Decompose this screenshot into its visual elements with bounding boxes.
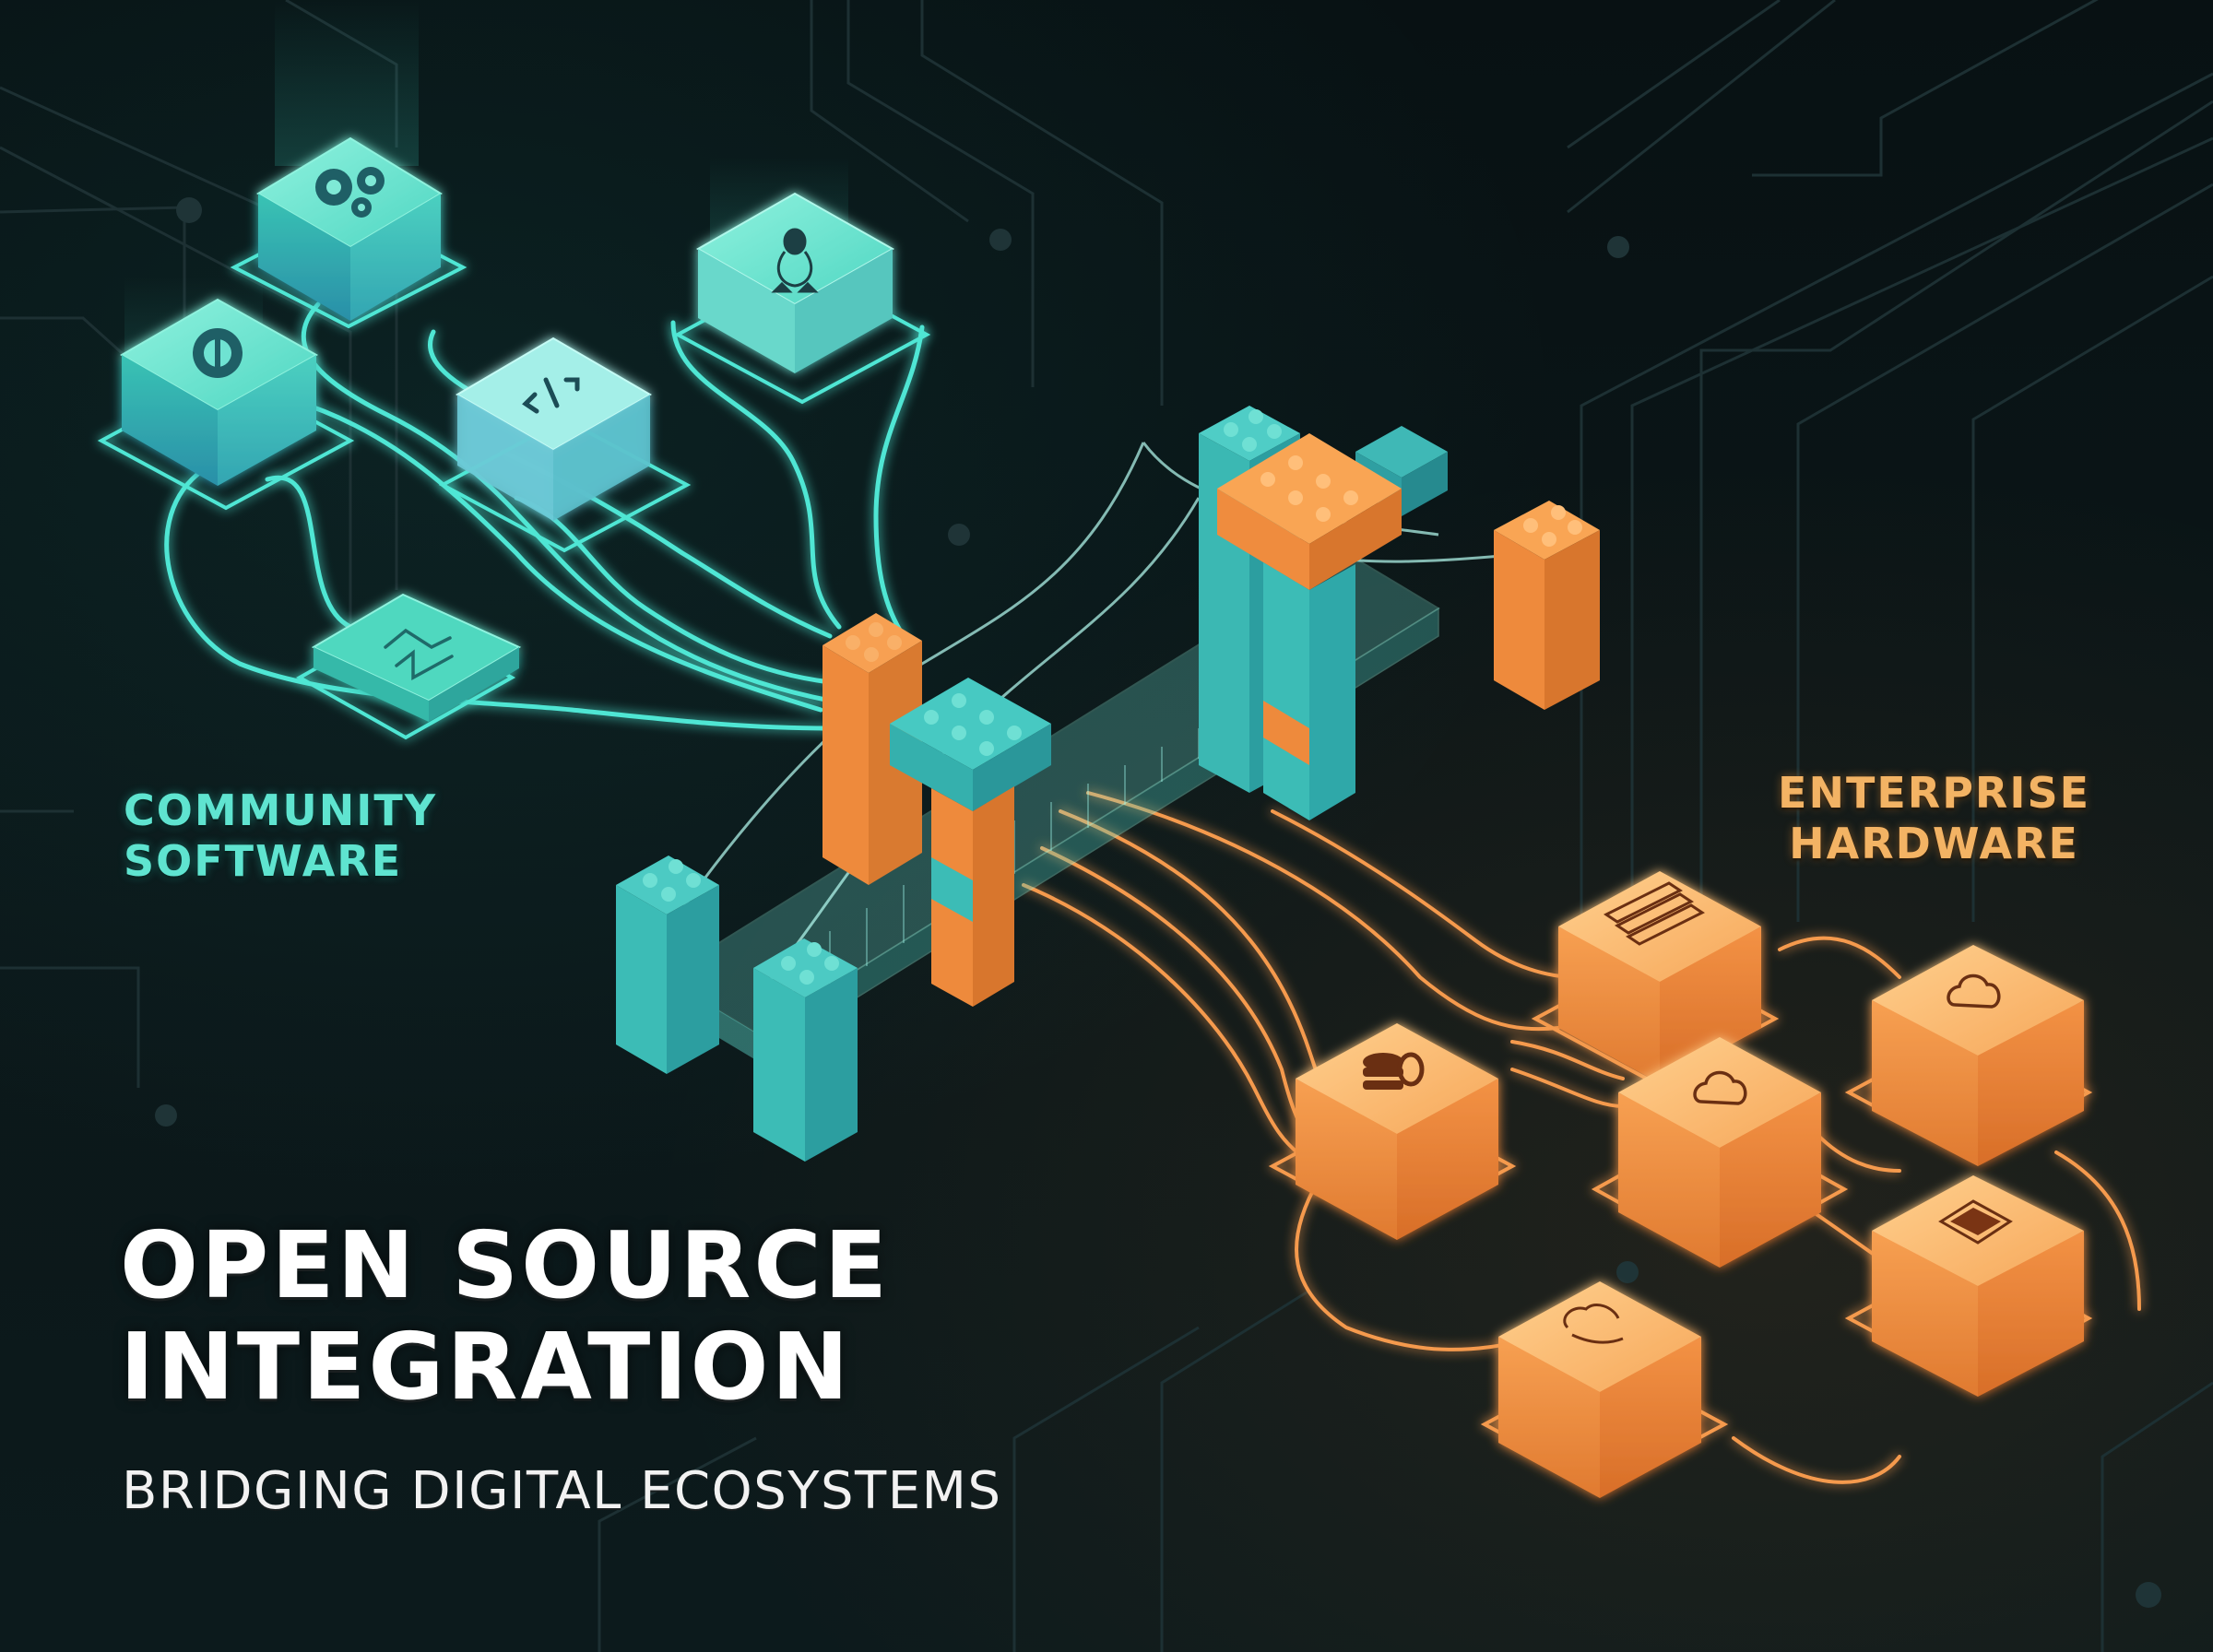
node-server: [1531, 871, 1780, 1086]
page-title: OPEN SOURCE INTEGRATION: [120, 1215, 890, 1418]
title-line-1: OPEN SOURCE: [120, 1211, 891, 1319]
label-line: HARDWARE: [1789, 819, 2079, 869]
enterprise-hardware-label: ENTERPRISE HARDWARE: [1778, 768, 2090, 869]
database-icon: [1363, 1052, 1425, 1090]
lego-bridge: [616, 406, 1600, 1162]
git-branch-icon: [384, 628, 454, 680]
cloud-icon: [1693, 1070, 1747, 1105]
subtitle: BRIDGING DIGITAL ECOSYSTEMS: [122, 1461, 1002, 1521]
cpu-chip-icon: [1938, 1199, 2013, 1245]
title-line-2: INTEGRATION: [120, 1313, 852, 1421]
circuit-nodes: [155, 197, 2161, 1608]
code-brackets-icon: [522, 377, 580, 414]
label-line: COMMUNITY: [124, 785, 438, 835]
node-cloud-storage: [1480, 1281, 1729, 1498]
settings-cog-icon: [193, 328, 243, 378]
cloud-storage-icon: [1563, 1304, 1624, 1344]
gears-icon: [315, 167, 385, 218]
node-git: [295, 593, 522, 740]
node-database: [1268, 1023, 1517, 1240]
cloud-icon: [1947, 974, 2001, 1009]
node-cloud-2: [1591, 1037, 1849, 1268]
node-cloud-1: [1844, 945, 2093, 1166]
community-software-label: COMMUNITY SOFTWARE: [124, 785, 437, 887]
node-cpu: [1844, 1175, 2093, 1397]
label-line: ENTERPRISE: [1778, 768, 2090, 818]
linux-penguin-icon: [771, 228, 819, 293]
node-settings: [97, 298, 355, 511]
label-line: SOFTWARE: [124, 836, 403, 887]
server-rack-icon: [1604, 881, 1705, 946]
node-gears: [230, 136, 467, 329]
